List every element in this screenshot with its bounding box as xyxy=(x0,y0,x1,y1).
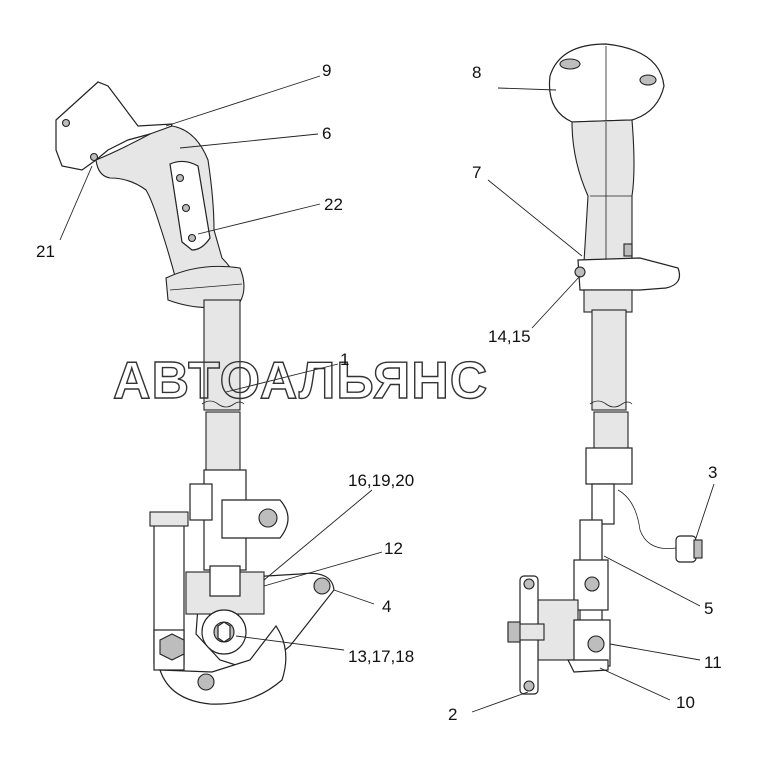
screw-icon xyxy=(175,173,185,183)
screw-icon xyxy=(187,233,197,243)
right-mount-block xyxy=(585,447,633,485)
handle-insert-panel xyxy=(169,160,211,251)
right-lever-assembly xyxy=(507,43,703,695)
callout-8: 8 xyxy=(472,63,481,82)
collar xyxy=(577,257,681,291)
callout-6: 6 xyxy=(322,124,331,143)
callout-5: 5 xyxy=(704,599,713,618)
nut-icon xyxy=(159,633,185,661)
wire-cable xyxy=(617,489,677,549)
leader-lines xyxy=(59,75,715,713)
switch-body xyxy=(537,599,579,661)
screw-icon xyxy=(61,118,71,128)
grip-body xyxy=(571,119,635,263)
callout-11: 11 xyxy=(704,653,722,672)
callout-10: 10 xyxy=(676,693,695,712)
callout-21: 21 xyxy=(36,242,55,261)
callout-7: 7 xyxy=(472,163,481,182)
bracket-plate xyxy=(55,81,173,171)
lever-shaft xyxy=(203,299,241,411)
callout-3: 3 xyxy=(708,463,717,482)
right-shaft xyxy=(591,309,627,411)
disc-plate xyxy=(159,624,287,705)
screw-icon xyxy=(89,152,99,162)
left-lever-assembly xyxy=(55,81,335,705)
screw-icon xyxy=(181,203,191,213)
lever-handle xyxy=(95,125,237,281)
angle-bracket xyxy=(567,659,609,673)
callout-2: 2 xyxy=(448,705,457,724)
callout-22: 22 xyxy=(324,195,343,214)
callout-14-15: 14,15 xyxy=(488,327,531,346)
callout-16-19-20: 16,19,20 xyxy=(348,471,414,490)
callout-labels: 9 6 22 21 1 16,19,20 12 4 13,17,18 8 7 1… xyxy=(36,61,722,724)
watermark-text: АВТОАЛЬЯНС xyxy=(113,352,488,410)
callout-1: 1 xyxy=(340,350,349,369)
ear-plate xyxy=(221,499,289,539)
callout-13-17-18: 13,17,18 xyxy=(348,647,414,666)
connector-plug xyxy=(675,535,697,563)
callout-12: 12 xyxy=(384,539,403,558)
callout-4: 4 xyxy=(382,597,391,616)
callout-9: 9 xyxy=(322,61,331,80)
